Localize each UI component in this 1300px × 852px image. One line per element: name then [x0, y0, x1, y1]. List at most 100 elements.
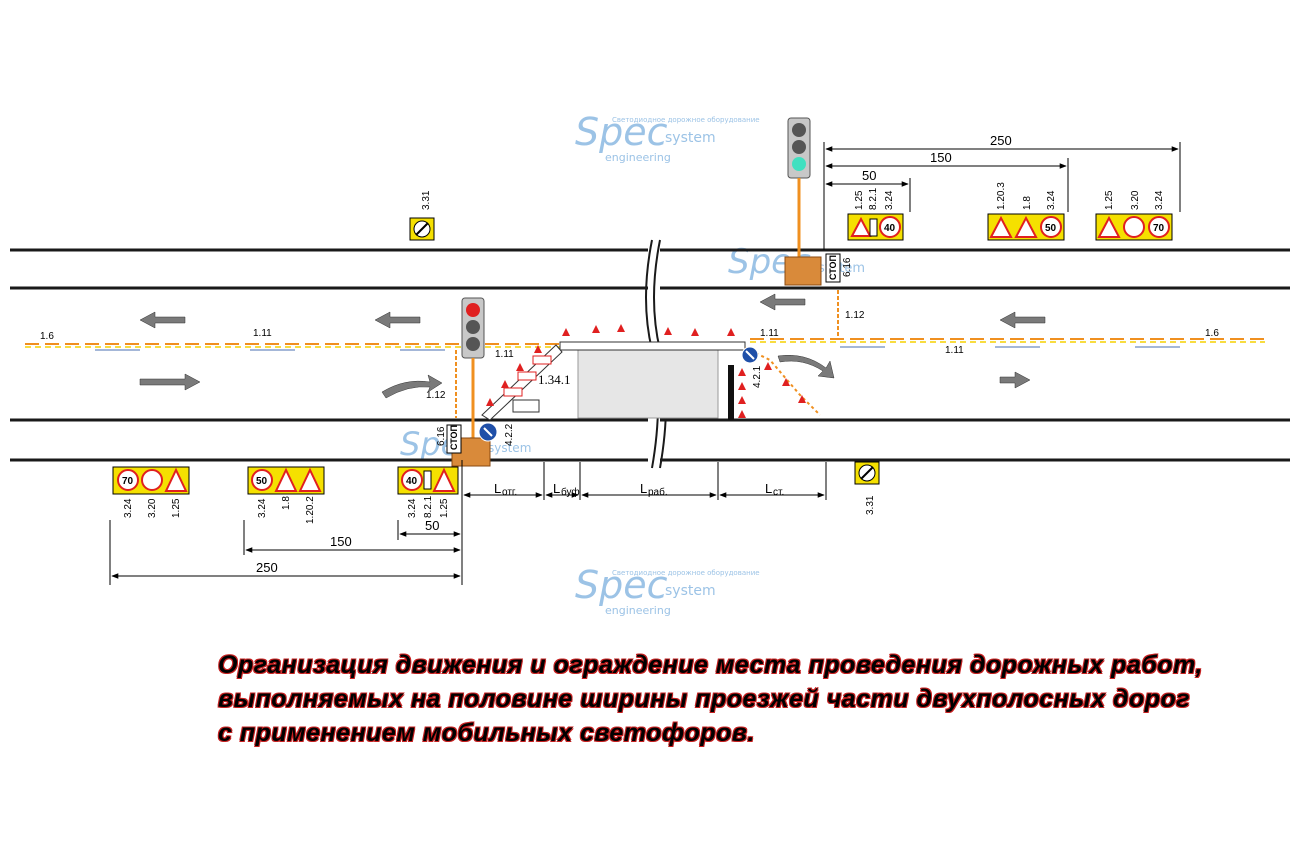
dim-l-buf: L буф	[553, 481, 580, 498]
marking-1-11-a: 1.11	[253, 328, 272, 339]
svg-text:4.2.1: 4.2.1	[752, 365, 763, 388]
svg-text:Spec: Spec	[575, 563, 668, 607]
svg-text:1.20.2: 1.20.2	[305, 496, 316, 524]
top-sign-group-3: 70 1.25 3.20 3.24	[1095, 190, 1173, 241]
traffic-light-left	[451, 297, 491, 467]
svg-text:3.31: 3.31	[865, 495, 876, 515]
dim-bottom-250: 250	[256, 560, 278, 575]
svg-text:раб.: раб.	[648, 486, 668, 498]
svg-text:3.20: 3.20	[1130, 190, 1141, 210]
marking-1-11-c: 1.11	[760, 328, 779, 339]
svg-text:6.16: 6.16	[436, 426, 447, 446]
svg-text:L: L	[765, 481, 772, 496]
bottom-sign-group-2: 50 3.24 1.8 1.20.2	[247, 466, 325, 524]
svg-text:system: system	[488, 441, 531, 455]
bottom-sign-group-3: 40 3.24 8.2.1 1.25	[397, 466, 459, 518]
svg-text:1.20.3: 1.20.3	[996, 182, 1007, 210]
dim-l-st: L ст.	[765, 481, 784, 498]
top-dimensions	[823, 142, 1181, 250]
arrow-left-2	[374, 311, 421, 329]
svg-text:system: system	[665, 583, 716, 599]
caption-line-3: с применением мобильных светофоров.	[218, 719, 755, 747]
dim-bottom-50: 50	[425, 518, 439, 533]
marking-1-12-right: 1.12	[845, 310, 865, 321]
svg-text:СТОП: СТОП	[449, 425, 459, 450]
cones	[486, 324, 806, 418]
svg-text:40: 40	[884, 223, 896, 234]
svg-text:engineering: engineering	[605, 604, 671, 617]
watermark-bottom: Spec system engineering Светодиодное дор…	[575, 563, 760, 617]
dim-bottom-150: 150	[330, 534, 352, 549]
work-zone	[559, 341, 746, 420]
svg-text:Светодиодное дорожное оборудов: Светодиодное дорожное оборудование	[612, 116, 760, 124]
svg-text:8.2.1: 8.2.1	[423, 495, 434, 518]
dim-top-50: 50	[862, 168, 876, 183]
svg-text:3.20: 3.20	[147, 498, 158, 518]
marking-1-6-right: 1.6	[1205, 328, 1219, 339]
marking-1-6-left: 1.6	[40, 331, 54, 342]
arrow-left-3	[759, 293, 806, 311]
svg-text:1.25: 1.25	[171, 498, 182, 518]
arrow-curve-right	[381, 374, 443, 399]
svg-text:Spec: Spec	[575, 110, 668, 154]
svg-text:6.16: 6.16	[842, 257, 853, 277]
svg-text:ст.: ст.	[773, 487, 784, 498]
marking-1-11-b: 1.11	[495, 349, 514, 360]
svg-text:L: L	[494, 481, 501, 496]
svg-text:40: 40	[406, 476, 418, 487]
sign-4-2-1: 4.2.1	[741, 346, 763, 388]
watermark-top: Spec system engineering Светодиодное дор…	[575, 110, 760, 164]
svg-text:3.24: 3.24	[1046, 190, 1057, 210]
arrow-left-4	[999, 311, 1046, 329]
svg-text:system: system	[665, 130, 716, 146]
stop-sign-left: СТОП 6.16	[436, 424, 462, 454]
bottom-sign-group-1: 70 3.24 3.20 1.25	[112, 466, 190, 518]
traffic-light-right	[784, 117, 822, 286]
arrow-right-2	[999, 371, 1031, 389]
svg-text:50: 50	[256, 476, 268, 487]
dim-top-150: 150	[930, 150, 952, 165]
svg-text:3.24: 3.24	[884, 190, 895, 210]
arrow-curve-down	[777, 355, 835, 379]
arrow-right-1	[139, 373, 201, 391]
svg-text:4.2.2: 4.2.2	[504, 423, 515, 446]
scheme-caption: Организация движения и ограждение места …	[218, 648, 1218, 750]
svg-text:1.25: 1.25	[439, 498, 450, 518]
caption-line-1: Организация движения и ограждение места …	[218, 651, 1203, 679]
dim-l-otg: L отг.	[494, 481, 517, 498]
svg-text:отг.: отг.	[502, 487, 517, 498]
svg-text:L: L	[553, 481, 560, 496]
svg-text:Светодиодное дорожное оборудов: Светодиодное дорожное оборудование	[612, 569, 760, 577]
svg-text:1.25: 1.25	[854, 190, 865, 210]
sign-3-31-top: 3.31	[409, 190, 435, 241]
taper-chevrons	[503, 355, 552, 413]
svg-text:50: 50	[1045, 223, 1057, 234]
road-edges	[10, 239, 1290, 469]
marking-1-12-left: 1.12	[426, 390, 446, 401]
svg-text:3.24: 3.24	[257, 498, 268, 518]
svg-text:70: 70	[122, 476, 134, 487]
svg-text:8.2.1: 8.2.1	[868, 187, 879, 210]
stop-sign-right: СТОП 6.16	[825, 253, 853, 283]
dim-top-250: 250	[990, 133, 1012, 148]
svg-text:70: 70	[1153, 223, 1165, 234]
svg-text:3.24: 3.24	[123, 498, 134, 518]
svg-text:3.31: 3.31	[421, 190, 432, 210]
svg-text:L: L	[640, 481, 647, 496]
top-sign-group-2: 50 1.20.3 1.8 3.24	[987, 182, 1065, 241]
dim-l-rab: L раб.	[640, 481, 668, 498]
top-sign-group-1: 40 1.25 8.2.1 3.24	[847, 187, 904, 241]
svg-text:3.24: 3.24	[1154, 190, 1165, 210]
svg-text:СТОП: СТОП	[828, 255, 838, 280]
marking-1-11-d: 1.11	[945, 345, 964, 356]
sign-3-31-bottom: 3.31	[854, 461, 880, 515]
bottom-dimensions	[109, 460, 827, 585]
svg-text:1.8: 1.8	[281, 496, 292, 510]
caption-line-2: выполняемых на половине ширины проезжей …	[218, 685, 1191, 713]
svg-text:1.25: 1.25	[1104, 190, 1115, 210]
svg-text:1.8: 1.8	[1022, 196, 1033, 210]
arrow-left-1	[139, 311, 186, 329]
svg-text:3.24: 3.24	[407, 498, 418, 518]
svg-text:буф: буф	[561, 486, 580, 498]
